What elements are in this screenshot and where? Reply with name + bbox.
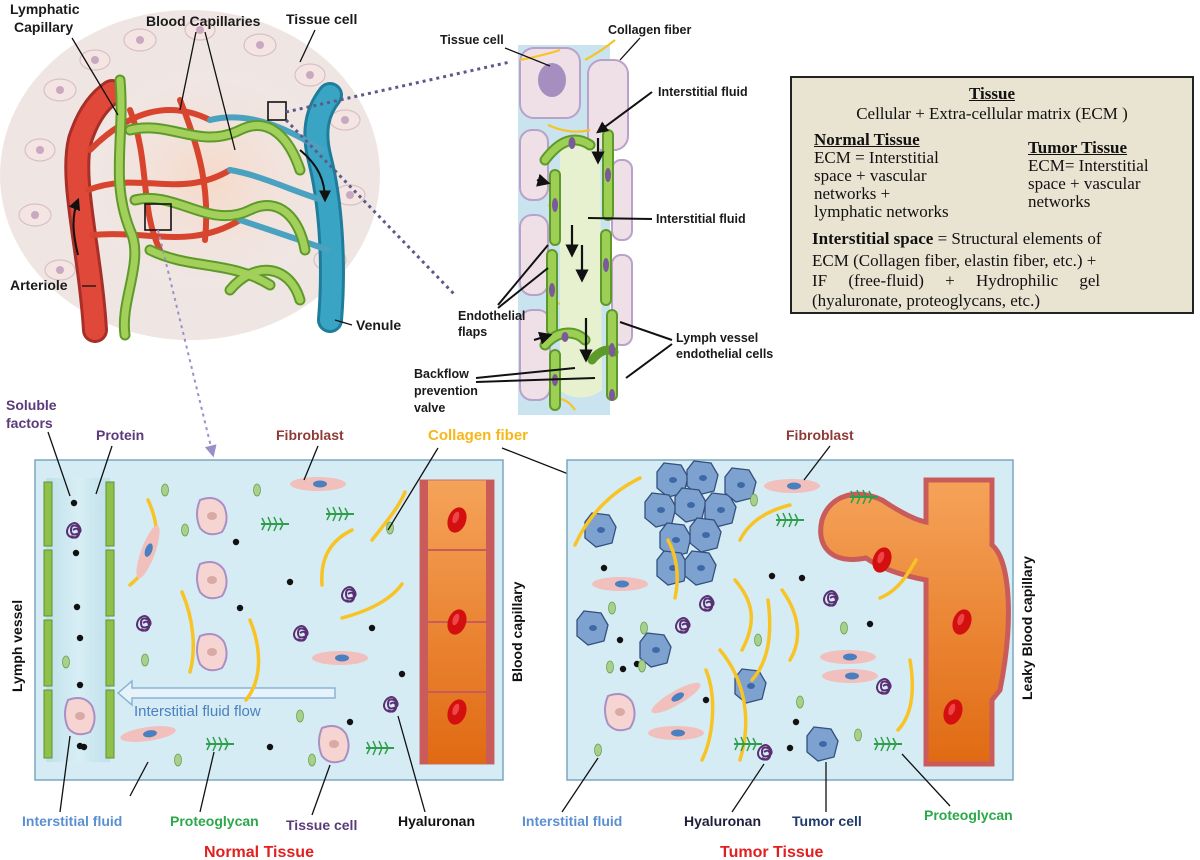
label-zoom-collagen: Collagen fiber bbox=[608, 23, 691, 37]
label-endothelial-flaps-2: flaps bbox=[458, 325, 487, 339]
info-normal-line-1: ECM = Interstitial bbox=[814, 148, 939, 167]
label-interstitial-fluid-normal: Interstitial fluid bbox=[22, 813, 122, 829]
label-backflow-3: valve bbox=[414, 401, 445, 415]
label-hyaluronan-tumor: Hyaluronan bbox=[684, 813, 761, 829]
label-arteriole: Arteriole bbox=[10, 277, 68, 293]
label-lymph-vessel-cells-1: Lymph vessel bbox=[676, 331, 758, 345]
info-normal-heading: Normal Tissue bbox=[814, 130, 920, 149]
label-lymph-vessel-cells-2: endothelial cells bbox=[676, 347, 773, 361]
label-backflow-1: Backflow bbox=[414, 367, 469, 381]
info-tumor-line-2: space + vascular bbox=[1028, 174, 1141, 193]
zoom-connector-top bbox=[285, 60, 511, 114]
label-zoom-interstitial-2: Interstitial fluid bbox=[656, 212, 746, 226]
info-tumor-heading: Tumor Tissue bbox=[1028, 138, 1128, 157]
label-soluble-factors-1: Soluble bbox=[6, 397, 57, 413]
label-fibroblast-tumor: Fibroblast bbox=[786, 427, 854, 443]
label-leaky-capillary: Leaky Blood capillary bbox=[1019, 556, 1035, 700]
label-endothelial-flaps-1: Endothelial bbox=[458, 309, 525, 323]
info-tumor-line-3: networks bbox=[1028, 192, 1091, 211]
info-interstitial-line-0: Interstitial space = Structural elements… bbox=[812, 228, 1182, 250]
info-subtitle: Cellular + Extra-cellular matrix (ECM ) bbox=[856, 104, 1128, 123]
info-interstitial-rest: = Structural elements of bbox=[933, 229, 1102, 248]
label-zoom-tissue-cell: Tissue cell bbox=[440, 33, 504, 47]
label-protein: Protein bbox=[96, 427, 144, 443]
info-interstitial-line-3: (hyaluronate, proteoglycans, etc.) bbox=[812, 291, 1040, 310]
ecm-info-box: Tissue Cellular + Extra-cellular matrix … bbox=[790, 76, 1194, 314]
info-interstitial-bold: Interstitial space bbox=[812, 229, 934, 248]
label-lymph-vessel: Lymph vessel bbox=[9, 600, 25, 692]
info-normal-line-3: networks + bbox=[814, 184, 891, 203]
info-normal-line-4: lymphatic networks bbox=[814, 202, 949, 221]
label-zoom-interstitial-1: Interstitial fluid bbox=[658, 85, 748, 99]
label-normal-tissue-title: Normal Tissue bbox=[204, 844, 314, 860]
label-interstitial-fluid-tumor: Interstitial fluid bbox=[522, 813, 622, 829]
label-tissue-cell-normal: Tissue cell bbox=[286, 817, 357, 833]
label-lymphatic-capillary-1: Lymphatic bbox=[10, 1, 80, 17]
info-normal-line-2: space + vascular bbox=[814, 166, 927, 185]
info-title: Tissue bbox=[969, 84, 1015, 103]
info-tumor-line-1: ECM= Interstitial bbox=[1028, 156, 1149, 175]
label-proteoglycan-tumor: Proteoglycan bbox=[924, 807, 1013, 823]
label-interstitial-flow: Interstitial fluid flow bbox=[134, 703, 261, 720]
label-collagen-fiber: Collagen fiber bbox=[428, 427, 528, 444]
tissue-illustration bbox=[0, 10, 380, 343]
label-lymphatic-capillary-2: Capillary bbox=[14, 19, 73, 35]
tumor-tissue-panel bbox=[566, 459, 1014, 781]
label-proteoglycan-normal: Proteoglycan bbox=[170, 813, 259, 829]
normal-tissue-panel bbox=[34, 459, 504, 781]
label-tumor-cell: Tumor cell bbox=[792, 813, 862, 829]
label-hyaluronan-normal: Hyaluronan bbox=[398, 813, 475, 829]
label-tumor-tissue-title: Tumor Tissue bbox=[720, 844, 824, 860]
lymph-vessel-zoom bbox=[518, 39, 633, 415]
label-blood-capillary: Blood capillary bbox=[509, 581, 525, 682]
info-interstitial-line-1: ECM (Collagen fiber, elastin fiber, etc.… bbox=[812, 251, 1097, 270]
label-venule: Venule bbox=[356, 317, 401, 333]
info-interstitial-line-2: IF (free-fluid) + Hydrophilic gel bbox=[812, 271, 1101, 290]
label-soluble-factors-2: factors bbox=[6, 415, 53, 431]
label-fibroblast-normal: Fibroblast bbox=[276, 427, 344, 443]
zoom-connector-bottom bbox=[284, 118, 457, 297]
label-blood-capillaries: Blood Capillaries bbox=[146, 13, 261, 29]
label-tissue-cell-top: Tissue cell bbox=[286, 11, 357, 27]
label-backflow-2: prevention bbox=[414, 384, 478, 398]
